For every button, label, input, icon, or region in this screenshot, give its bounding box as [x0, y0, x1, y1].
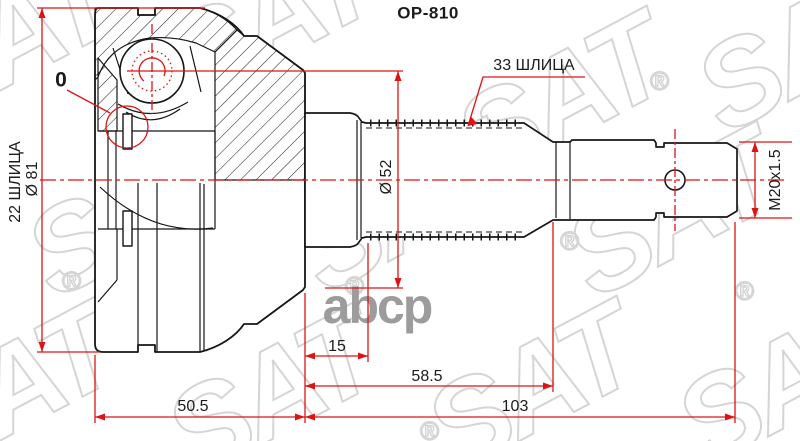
dimension-arrows: [38, 8, 759, 421]
registered-mark-icon: ®: [650, 66, 669, 96]
boot-seat-diameter-label: Ø 52: [378, 159, 395, 195]
dim-shaft-length: 103: [501, 398, 529, 415]
outer-race-body: [94, 7, 306, 353]
registered-mark-icon: ®: [560, 226, 579, 256]
part-number-title: OP-810: [397, 3, 459, 23]
snap-ring: [122, 113, 133, 150]
registered-mark-icon: ®: [735, 276, 754, 306]
abs-ring-count-label: 0: [55, 68, 67, 92]
registered-mark-icon: ®: [62, 266, 81, 296]
registered-mark-icon: ®: [345, 271, 364, 301]
dim-spline-section-length: 58.5: [411, 368, 443, 385]
registered-mark-icon: ®: [420, 416, 439, 441]
hub-splines-label: 22 ШЛИЦА: [7, 141, 24, 223]
shaft-splines-label: 33 ШЛИЦА: [493, 57, 575, 74]
dimension-lines: [37, 7, 792, 423]
hub-diameter-label: Ø 81: [24, 161, 41, 197]
callout-circle: [105, 105, 149, 149]
snap-ring: [122, 210, 133, 247]
abcp-watermark: abcp: [322, 278, 434, 334]
dim-joint-body-length: 50.5: [177, 398, 209, 415]
thread-spec-label: M20x1.5: [767, 149, 784, 211]
dim-boot-seat-width: 15: [328, 338, 346, 355]
